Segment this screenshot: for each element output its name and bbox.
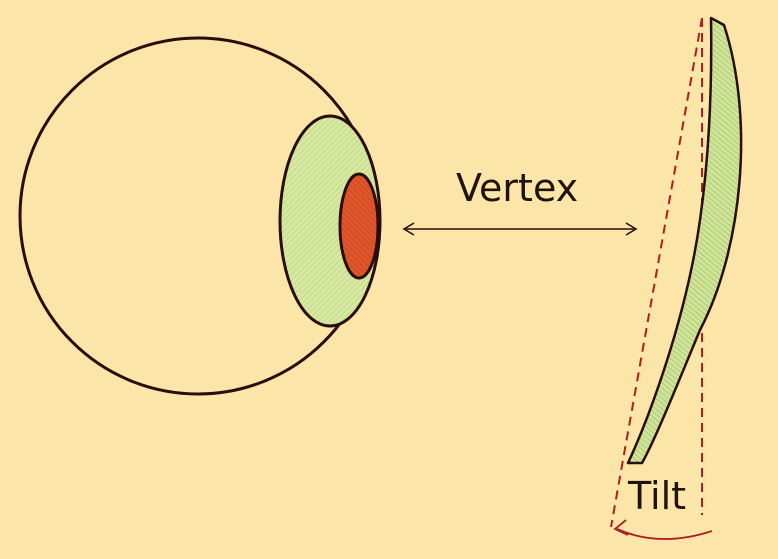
spectacle-lens <box>626 16 743 465</box>
arrowhead-left-icon <box>402 222 415 236</box>
tilt-label: Tilt <box>628 474 687 518</box>
pupil <box>338 172 380 280</box>
vertex-arrow <box>402 222 638 236</box>
tilt-arrow <box>613 519 713 540</box>
tilt-arrowhead-icon <box>613 519 629 536</box>
tilt-reference-lines <box>610 17 703 528</box>
tilted-reference-line <box>610 17 703 528</box>
curved-arrow-icon <box>616 528 713 540</box>
vertex-label: Vertex <box>456 166 579 210</box>
arrowhead-right-icon <box>625 222 638 236</box>
